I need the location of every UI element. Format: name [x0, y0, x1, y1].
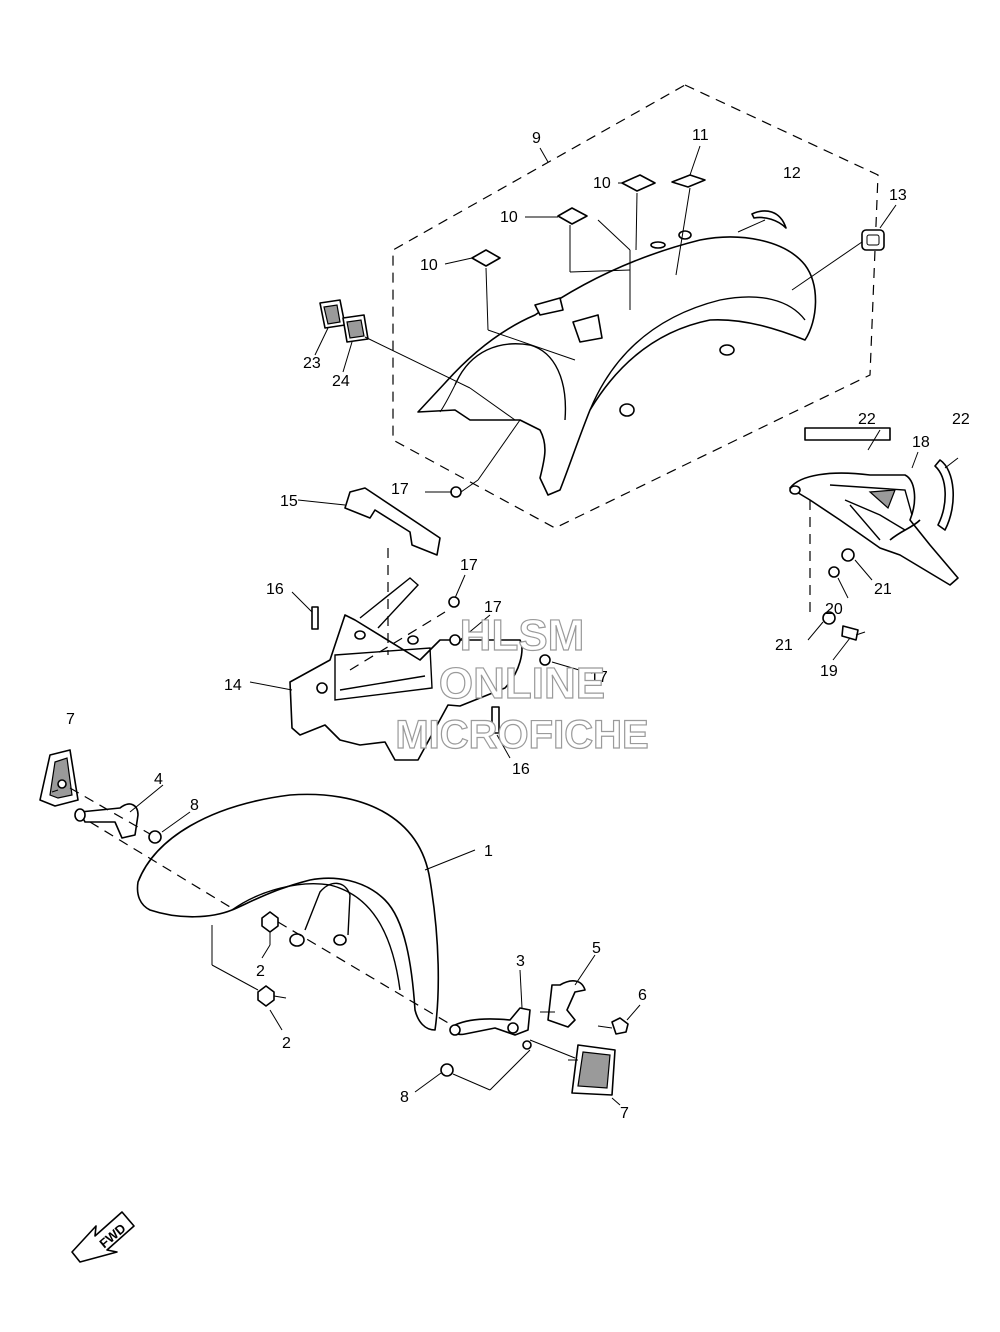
rear-fender-ridge [589, 296, 806, 411]
callout-3: 3 [516, 953, 525, 970]
callout-9: 9 [532, 130, 541, 147]
fender-stay-arm [304, 882, 351, 936]
callout-2: 2 [282, 1035, 291, 1052]
fender-grommet-hole [619, 403, 635, 417]
rear-fender-group [319, 84, 885, 529]
front-fender-group [39, 749, 641, 1106]
callout-8: 8 [190, 797, 199, 814]
nut-part-17 [448, 596, 460, 608]
label-part-11 [671, 174, 706, 188]
callout-15: 15 [280, 493, 298, 510]
callout-13: 13 [889, 187, 907, 204]
fender-mount-hole [678, 230, 692, 240]
pad-part-22 [934, 459, 954, 531]
callout-23: 23 [303, 355, 321, 372]
callout-8: 8 [400, 1089, 409, 1106]
callout-21: 21 [874, 581, 892, 598]
bracket-part-4 [79, 803, 139, 839]
callout-7: 7 [66, 711, 75, 728]
cushion-part-16 [311, 606, 319, 630]
callout-10: 10 [593, 175, 611, 192]
nut-part-17 [539, 654, 551, 666]
watermark-line-1: HLSM [460, 611, 585, 660]
callout-16: 16 [266, 581, 284, 598]
rear-fender-inner-line [439, 384, 456, 413]
label-part-10 [621, 174, 656, 192]
watermark-line-3: MICROFICHE [395, 713, 648, 757]
front-fender-part-1 [136, 793, 440, 1031]
label-part-10 [471, 249, 501, 267]
collar-part-21 [822, 611, 836, 625]
bolt-part-19 [841, 625, 859, 641]
callout-7: 7 [620, 1105, 629, 1122]
nut-part-8 [440, 1063, 454, 1077]
label-part-10 [557, 207, 588, 225]
screw-part-6 [611, 1017, 629, 1035]
fender-stay-group [249, 419, 587, 761]
callout-10: 10 [500, 209, 518, 226]
callout-17: 17 [460, 557, 478, 574]
assembly-boundary-9 [392, 84, 879, 529]
collar-part-21 [841, 548, 855, 562]
fender-bracket-tab [534, 297, 564, 316]
fender-mount-hole [650, 241, 666, 249]
fwd-arrow-icon [71, 1211, 135, 1263]
callout-17: 17 [391, 481, 409, 498]
callout-1: 1 [484, 843, 493, 860]
callout-17: 17 [484, 599, 502, 616]
bolt-part-2 [257, 985, 275, 1007]
callout-22: 22 [858, 411, 876, 428]
pad-part-22 [804, 427, 891, 441]
callout-19: 19 [820, 663, 838, 680]
plate-part-15 [344, 487, 441, 556]
callout-2: 2 [256, 963, 265, 980]
taillight-bracket-group [789, 427, 959, 661]
callout-labels: 1 2 2 3 4 5 6 7 7 8 8 9 10 10 10 11 12 1… [66, 127, 970, 1122]
nut-part-17 [449, 634, 461, 646]
fender-bracket-tab [572, 314, 603, 343]
bracket-part-3 [452, 1007, 531, 1036]
bolt-part-2 [261, 911, 279, 933]
callout-12: 12 [783, 165, 801, 182]
nut-part-8 [148, 830, 162, 844]
callout-22: 22 [952, 411, 970, 428]
nut-part-20 [828, 566, 840, 578]
callout-10: 10 [420, 257, 438, 274]
watermark-line-2: ONLINE [439, 659, 605, 708]
rear-fender [417, 236, 817, 496]
callout-6: 6 [638, 987, 647, 1004]
bracket-part-5 [547, 980, 586, 1028]
callout-5: 5 [592, 940, 601, 957]
callout-18: 18 [912, 434, 930, 451]
callout-24: 24 [332, 373, 350, 390]
callout-21: 21 [775, 637, 793, 654]
callout-17: 17 [590, 669, 608, 686]
callout-14: 14 [224, 677, 242, 694]
callout-4: 4 [154, 771, 163, 788]
damper-part-13 [861, 229, 885, 251]
bracket-part-18 [789, 472, 959, 586]
callout-20: 20 [825, 601, 843, 618]
fwd-arrow: FWD [71, 1211, 135, 1263]
fender-stay-bracket [359, 577, 420, 629]
watermark: HLSM ONLINE MICROFICHE [395, 610, 650, 757]
fender-grommet-hole [719, 344, 735, 356]
nut-part-17 [450, 486, 462, 498]
callout-16: 16 [512, 761, 530, 778]
callout-11: 11 [692, 127, 709, 144]
cushion-part-16 [491, 706, 500, 734]
emblem-part-12 [751, 210, 787, 229]
